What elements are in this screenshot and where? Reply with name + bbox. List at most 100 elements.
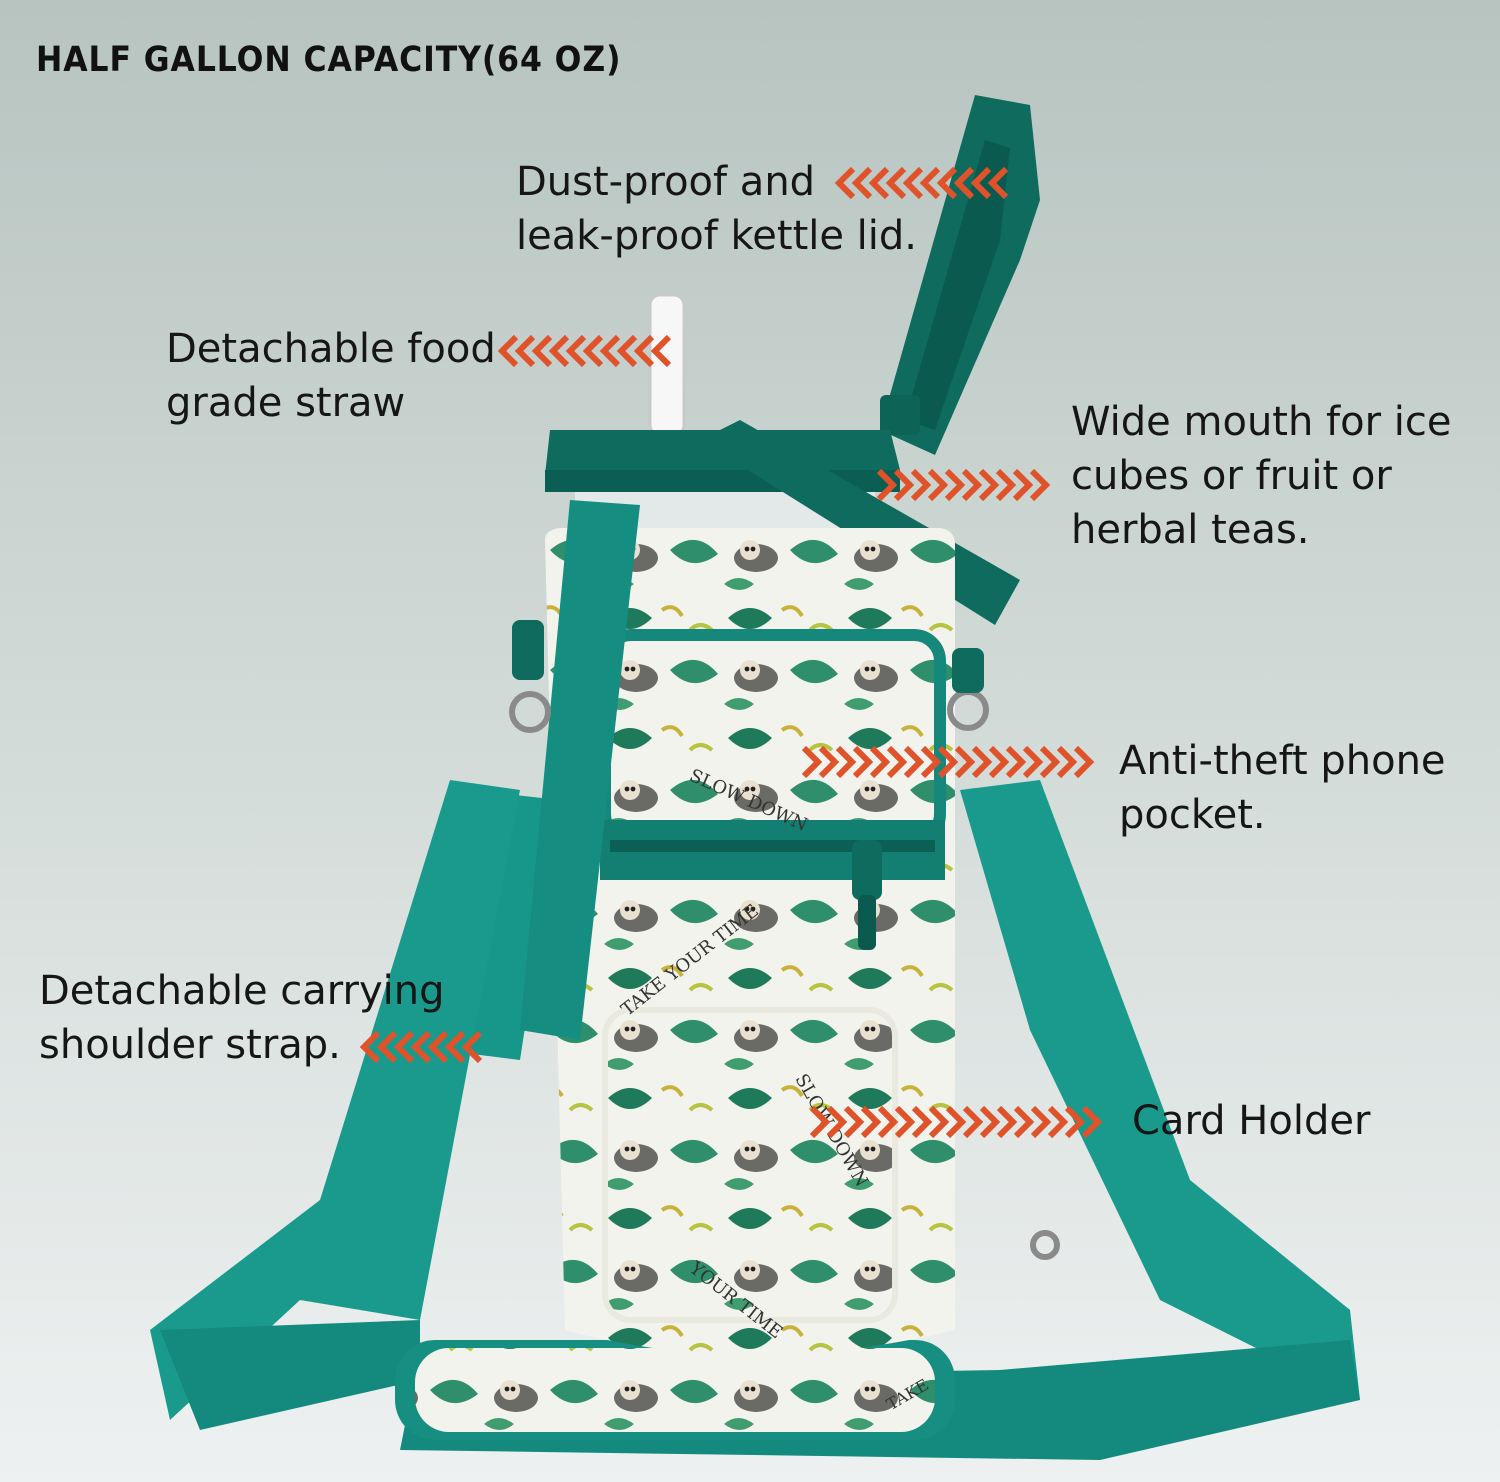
callout-straw: Detachable food grade straw bbox=[166, 322, 496, 430]
chevron bbox=[1081, 1105, 1103, 1139]
callout-card: Card Holder bbox=[1132, 1094, 1370, 1148]
chevron bbox=[869, 745, 891, 779]
chevron bbox=[1047, 1105, 1069, 1139]
chevron bbox=[877, 1105, 899, 1139]
chevron bbox=[834, 166, 856, 200]
chevron bbox=[894, 1105, 916, 1139]
callout-card-line-1: Card Holder bbox=[1132, 1098, 1371, 1144]
chevron bbox=[987, 166, 1009, 200]
chevron bbox=[826, 1105, 848, 1139]
callout-mouth: Wide mouth for ice cubes or fruit or her… bbox=[1071, 395, 1451, 557]
callout-mouth-line-2: cubes or fruit or bbox=[1071, 453, 1392, 499]
chevron bbox=[927, 468, 949, 502]
chevron bbox=[1039, 745, 1061, 779]
chevron bbox=[919, 166, 941, 200]
callout-lid-line-2: leak-proof kettle lid. bbox=[516, 213, 918, 259]
chevron bbox=[886, 745, 908, 779]
chevron bbox=[582, 334, 604, 368]
chevron bbox=[650, 334, 672, 368]
chevron bbox=[497, 334, 519, 368]
chevron bbox=[427, 1030, 449, 1064]
arrow-chevron-icon-card bbox=[809, 1105, 1103, 1139]
chevron bbox=[359, 1030, 381, 1064]
callout-strap-line-1: Detachable carrying bbox=[39, 968, 445, 1014]
chevron bbox=[818, 745, 840, 779]
chevron bbox=[978, 468, 1000, 502]
chevron bbox=[548, 334, 570, 368]
chevron bbox=[599, 334, 621, 368]
chevron bbox=[843, 1105, 865, 1139]
chevron bbox=[801, 745, 823, 779]
chevron bbox=[514, 334, 536, 368]
chevron bbox=[970, 166, 992, 200]
chevron bbox=[633, 334, 655, 368]
arrow-chevron-icon-straw bbox=[497, 334, 672, 368]
flip-lid bbox=[880, 95, 1040, 455]
chevron bbox=[1030, 1105, 1052, 1139]
chevron bbox=[953, 166, 975, 200]
front-strap bbox=[520, 500, 640, 1040]
chevron bbox=[616, 334, 638, 368]
capacity-headline: HALF GALLON CAPACITY(64 OZ) bbox=[36, 40, 622, 80]
callout-lid-line-1: Dust-proof and bbox=[516, 159, 816, 205]
chevron bbox=[393, 1030, 415, 1064]
chevron bbox=[885, 166, 907, 200]
arrow-chevron-icon-phone bbox=[801, 745, 1095, 779]
arrow-chevron-icon-mouth bbox=[876, 468, 1051, 502]
card-holder-pocket bbox=[602, 1007, 898, 1323]
chevron bbox=[1013, 1105, 1035, 1139]
callout-straw-line-2: grade straw bbox=[166, 380, 406, 426]
chevron bbox=[1029, 468, 1051, 502]
arrow-chevron-icon-strap bbox=[359, 1030, 483, 1064]
callout-strap-line-2: shoulder strap. bbox=[39, 1022, 341, 1068]
chevron bbox=[996, 1105, 1018, 1139]
chevron bbox=[962, 1105, 984, 1139]
chevron bbox=[461, 1030, 483, 1064]
callout-mouth-line-3: herbal teas. bbox=[1071, 507, 1310, 553]
chevron bbox=[954, 745, 976, 779]
chevron bbox=[988, 745, 1010, 779]
callout-phone-line-2: pocket. bbox=[1119, 792, 1266, 838]
callout-lid: Dust-proof and leak-proof kettle lid. bbox=[516, 155, 917, 263]
chevron bbox=[1012, 468, 1034, 502]
chevron bbox=[1064, 1105, 1086, 1139]
arrow-chevron-icon-lid bbox=[834, 166, 1009, 200]
chevron bbox=[944, 468, 966, 502]
chevron bbox=[835, 745, 857, 779]
chevron bbox=[911, 1105, 933, 1139]
shoulder-strap-right bbox=[960, 780, 1360, 1400]
chevron bbox=[565, 334, 587, 368]
zipper-pull-icon bbox=[852, 840, 882, 950]
chevron bbox=[868, 166, 890, 200]
chevron bbox=[902, 166, 924, 200]
chevron bbox=[936, 166, 958, 200]
chevron bbox=[531, 334, 553, 368]
chevron bbox=[928, 1105, 950, 1139]
chevron bbox=[444, 1030, 466, 1064]
shoulder-strap-left bbox=[150, 780, 520, 1420]
chevron bbox=[903, 745, 925, 779]
chevron bbox=[852, 745, 874, 779]
callout-strap: Detachable carrying shoulder strap. bbox=[39, 964, 445, 1072]
chevron bbox=[995, 468, 1017, 502]
callout-phone-line-1: Anti-theft phone bbox=[1119, 738, 1446, 784]
chevron bbox=[971, 745, 993, 779]
chevron bbox=[910, 468, 932, 502]
callout-straw-line-1: Detachable food bbox=[166, 326, 496, 372]
chevron bbox=[376, 1030, 398, 1064]
chevron bbox=[920, 745, 942, 779]
chevron bbox=[851, 166, 873, 200]
chevron bbox=[945, 1105, 967, 1139]
chevron bbox=[1022, 745, 1044, 779]
chevron bbox=[893, 468, 915, 502]
chevron bbox=[860, 1105, 882, 1139]
chevron bbox=[937, 745, 959, 779]
callout-mouth-line-1: Wide mouth for ice bbox=[1071, 399, 1452, 445]
chevron bbox=[410, 1030, 432, 1064]
chevron bbox=[809, 1105, 831, 1139]
chevron bbox=[961, 468, 983, 502]
chevron bbox=[979, 1105, 1001, 1139]
chevron bbox=[1056, 745, 1078, 779]
chevron bbox=[1005, 745, 1027, 779]
